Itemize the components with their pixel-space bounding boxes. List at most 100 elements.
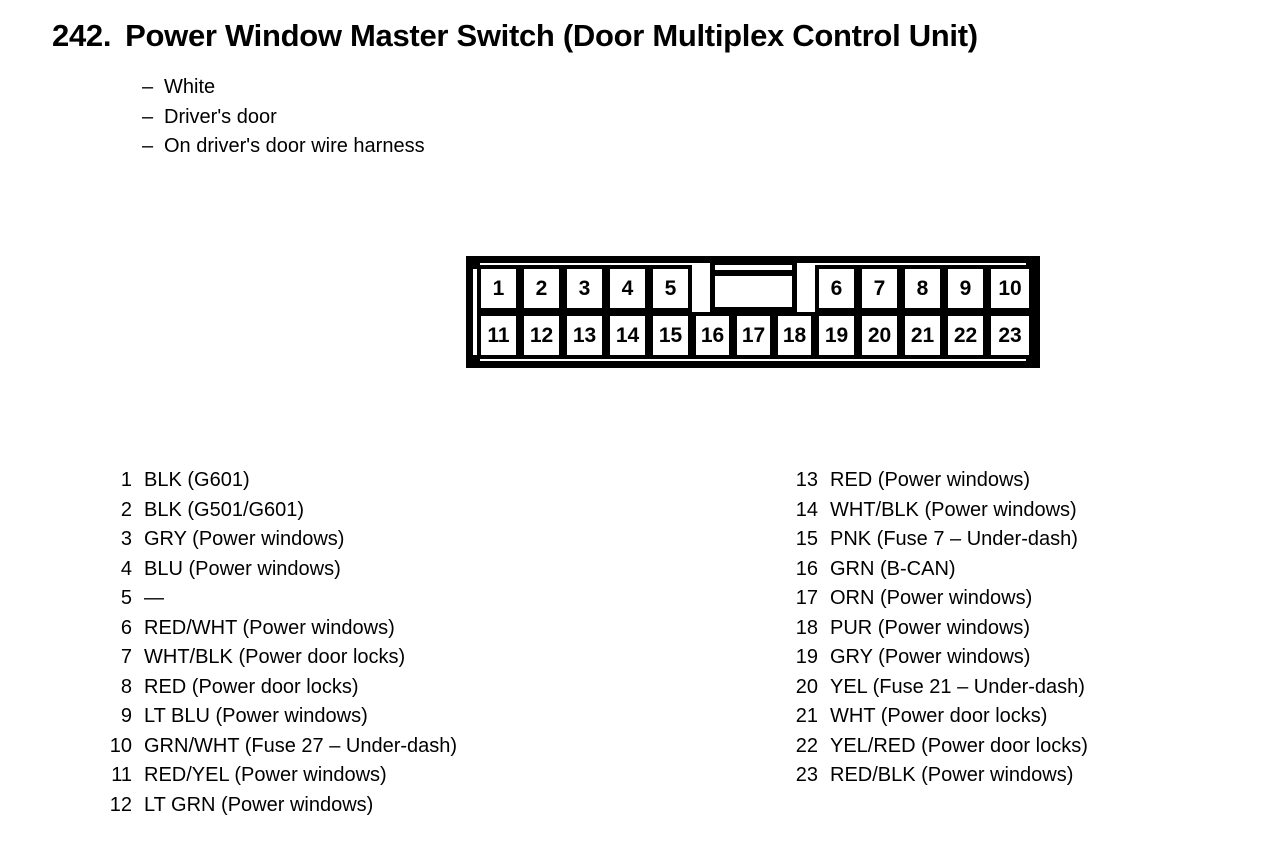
- section-title-text: Power Window Master Switch (Door Multipl…: [125, 18, 978, 53]
- terminal-cell-6[interactable]: 6: [815, 265, 858, 312]
- pin-description: RED/WHT (Power windows): [144, 616, 395, 639]
- shell-top-rail: [473, 256, 1033, 263]
- attribute-color: – White: [142, 73, 425, 103]
- shell-notch-bottom-left: [473, 355, 480, 361]
- pin-description: RED (Power door locks): [144, 675, 359, 698]
- pin-row: 12 LT GRN (Power windows): [104, 791, 457, 821]
- pin-description: RED/BLK (Power windows): [830, 764, 1074, 786]
- connector-latch-bar: [715, 270, 792, 276]
- pin-number: 20: [795, 675, 818, 698]
- pin-row: 3 GRY (Power windows): [104, 525, 457, 555]
- connector-pinout-diagram: 1 2 3 4 5 6 7 8 9 10 11 12 13 14 15 16 1…: [466, 256, 1040, 368]
- terminal-cell-20[interactable]: 20: [858, 312, 901, 359]
- attribute-location-text: Driver's door: [164, 105, 277, 128]
- shell-notch-top-left: [473, 263, 480, 269]
- pin-number: 17: [795, 587, 818, 609]
- dash-marker: –: [142, 135, 154, 157]
- pin-number: 1: [120, 469, 132, 491]
- page-header: 242. Power Window Master Switch (Door Mu…: [52, 18, 1252, 54]
- terminal-cell-8[interactable]: 8: [901, 265, 944, 312]
- shell-left-post: [466, 256, 473, 368]
- terminal-cell-19[interactable]: 19: [815, 312, 858, 359]
- pin-number: 2: [120, 498, 132, 521]
- dash-marker: –: [142, 105, 154, 128]
- pin-number: 4: [120, 557, 132, 580]
- pin-description: GRN (B-CAN): [830, 557, 956, 580]
- pin-number: 6: [120, 616, 132, 639]
- pin-description: —: [144, 587, 164, 609]
- pin-description: BLK (G501/G601): [144, 498, 305, 521]
- terminal-cell-10[interactable]: 10: [987, 265, 1033, 312]
- terminal-cell-18[interactable]: 18: [774, 312, 815, 359]
- pin-number: 5: [120, 587, 132, 609]
- pin-number: 8: [120, 675, 132, 698]
- terminal-cell-16[interactable]: 16: [692, 312, 733, 359]
- pin-description: GRY (Power windows): [830, 646, 1031, 668]
- terminal-cell-15[interactable]: 15: [649, 312, 692, 359]
- connector-latch-tab: [710, 260, 797, 312]
- pin-description: PUR (Power windows): [830, 616, 1031, 639]
- section-number: 242.: [52, 18, 112, 53]
- pin-row: 11 RED/YEL (Power windows): [104, 761, 457, 791]
- terminal-cell-9[interactable]: 9: [944, 265, 987, 312]
- attribute-color-text: White: [164, 76, 216, 98]
- shell-right-post: [1033, 256, 1040, 368]
- dash-marker: –: [142, 76, 154, 98]
- terminal-cell-17[interactable]: 17: [733, 312, 774, 359]
- pin-description: WHT/BLK (Power windows): [830, 498, 1077, 521]
- pin-description: GRN/WHT (Fuse 27 – Under-dash): [144, 734, 458, 757]
- terminal-cell-22[interactable]: 22: [944, 312, 987, 359]
- pin-row: 8 RED (Power door locks): [104, 673, 457, 703]
- pin-row: 1 BLK (G601): [104, 466, 457, 496]
- pin-description: BLK (G601): [144, 469, 250, 491]
- pin-number: 13: [795, 469, 818, 491]
- terminal-cell-2[interactable]: 2: [520, 265, 563, 312]
- pin-row: 2 BLK (G501/G601): [104, 496, 457, 526]
- pin-number: 22: [795, 734, 818, 757]
- pin-row: 13 RED (Power windows): [790, 466, 1088, 496]
- pin-number: 10: [109, 734, 132, 757]
- pin-row: 10 GRN/WHT (Fuse 27 – Under-dash): [104, 732, 457, 762]
- terminal-cell-14[interactable]: 14: [606, 312, 649, 359]
- terminal-cell-5[interactable]: 5: [649, 265, 692, 312]
- terminal-cell-3[interactable]: 3: [563, 265, 606, 312]
- pin-description: RED (Power windows): [830, 469, 1031, 491]
- pin-description: PNK (Fuse 7 – Under-dash): [830, 528, 1078, 550]
- pin-description: YEL (Fuse 21 – Under-dash): [830, 675, 1085, 698]
- terminal-cell-13[interactable]: 13: [563, 312, 606, 359]
- pin-number: 18: [795, 616, 818, 639]
- pin-number: 3: [120, 528, 132, 550]
- pin-number: 9: [120, 705, 132, 727]
- terminal-cell-1[interactable]: 1: [477, 265, 520, 312]
- pin-description: GRY (Power windows): [144, 528, 345, 550]
- pin-description: LT BLU (Power windows): [144, 705, 368, 727]
- connector-attributes: – White – Driver's door – On driver's do…: [142, 73, 425, 162]
- pin-row: 5—: [104, 584, 457, 614]
- pin-number: 15: [795, 528, 818, 550]
- terminal-cell-21[interactable]: 21: [901, 312, 944, 359]
- attribute-location: – Driver's door: [142, 103, 425, 133]
- terminal-cell-12[interactable]: 12: [520, 312, 563, 359]
- pin-number: 12: [109, 793, 132, 816]
- pin-description: WHT (Power door locks): [830, 705, 1048, 727]
- pin-description: LT GRN (Power windows): [144, 793, 374, 816]
- attribute-harness-text: On driver's door wire harness: [164, 135, 425, 157]
- terminal-cell-23[interactable]: 23: [987, 312, 1033, 359]
- pin-row: 9 LT BLU (Power windows): [104, 702, 457, 732]
- pin-number: 21: [795, 705, 818, 727]
- terminal-cell-11[interactable]: 11: [477, 312, 520, 359]
- pin-row: 15 PNK (Fuse 7 – Under-dash): [790, 525, 1088, 555]
- terminal-cavity-grid: 1 2 3 4 5 6 7 8 9 10 11 12 13 14 15 16 1…: [466, 256, 1040, 368]
- pin-description: RED/YEL (Power windows): [144, 764, 387, 786]
- terminal-cell-4[interactable]: 4: [606, 265, 649, 312]
- pin-number: 11: [111, 764, 132, 786]
- terminal-cell-7[interactable]: 7: [858, 265, 901, 312]
